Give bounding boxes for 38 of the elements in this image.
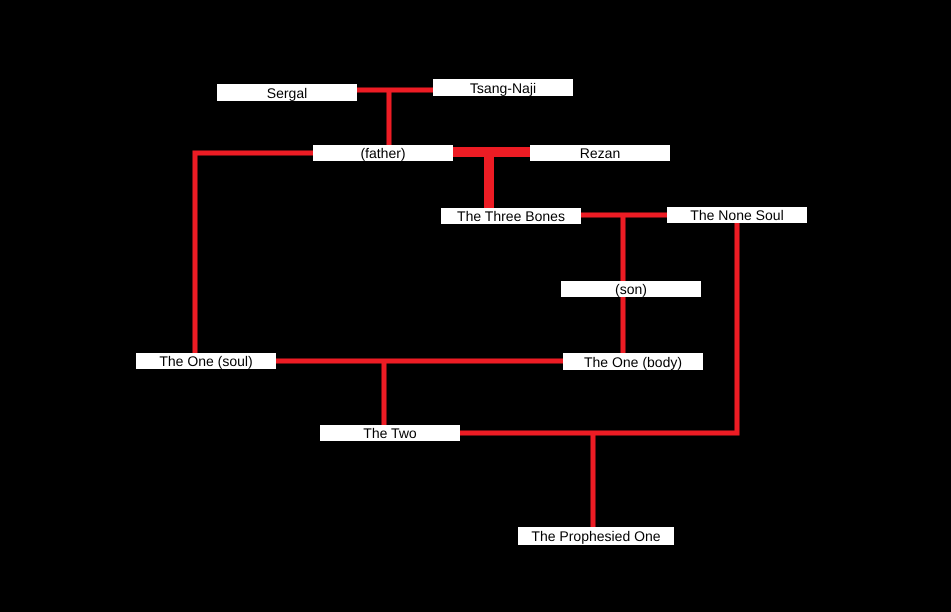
person-name: Tsang-Naji: [470, 80, 536, 96]
connector-line: [623, 212, 667, 218]
person-name: (father): [360, 145, 406, 161]
person-name: The Two: [363, 425, 417, 441]
name-box: [518, 527, 674, 545]
person-name: (son): [615, 281, 647, 297]
person-name: Sergal: [266, 84, 308, 100]
person-name: The Three Bones: [457, 208, 565, 224]
connector-line: [489, 147, 530, 157]
connector-line: [590, 433, 596, 527]
name-box: [320, 425, 460, 441]
person-name: Rezan: [580, 145, 620, 161]
connector-line: [382, 361, 386, 425]
person-name: The Prophesied One: [531, 528, 661, 544]
name-box: [563, 353, 703, 370]
connector-line: [384, 358, 563, 364]
name-box: [441, 208, 581, 224]
name-box: [313, 145, 453, 161]
connector-line: [460, 430, 593, 436]
name-box: [667, 207, 807, 223]
connector-line: [620, 297, 626, 353]
connector-line: [453, 147, 489, 157]
connector-line: [593, 223, 740, 436]
name-box: [433, 79, 573, 96]
connector-line: [389, 88, 433, 92]
person-name: The One (body): [584, 354, 682, 370]
connector-line: [620, 215, 626, 281]
connector-line: [386, 90, 392, 145]
connector-line: [581, 212, 623, 218]
name-box: [136, 353, 276, 369]
connector-line: [276, 358, 384, 364]
name-box: [561, 281, 701, 297]
name-box: [530, 145, 670, 161]
name-box: [217, 84, 357, 101]
person-name: The None Soul: [690, 207, 784, 223]
connector-line: [357, 88, 389, 92]
connector-line: [192, 150, 313, 353]
person-name: The One (soul): [159, 353, 253, 369]
